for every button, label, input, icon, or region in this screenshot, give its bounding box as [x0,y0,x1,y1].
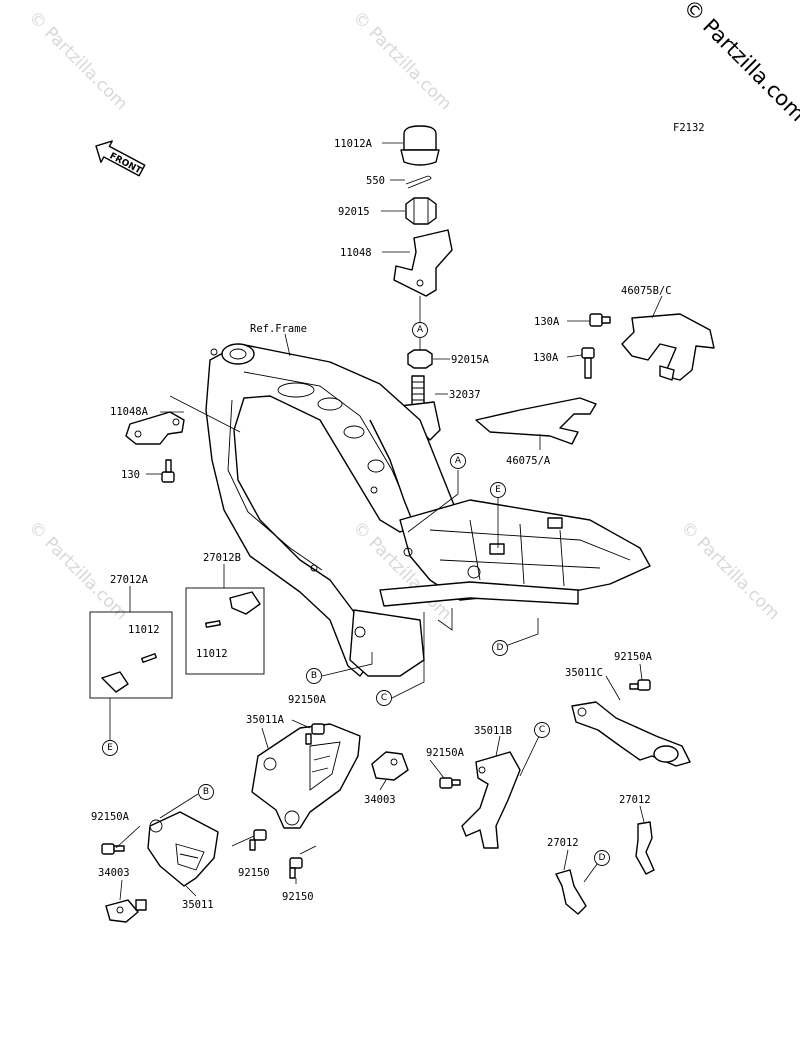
bolt-92150A-4 [101,843,125,855]
leader-lines-left-upper [146,395,241,475]
bolt-92150-2 [289,857,303,879]
label-46075A: 46075/A [506,455,551,467]
label-27012-1: 27012 [619,794,651,806]
cotter-pin-550 [405,175,432,189]
label-11012-a: 11012 [128,624,160,636]
callout-a-upper: A [412,322,428,338]
bolt-92150-1 [249,829,267,851]
bracket-35011C [571,701,691,767]
callout-b-lower: B [198,784,214,800]
leader-lines-lower-right [429,663,645,871]
label-92150-1: 92150 [238,867,270,879]
svg-text:E: E [107,743,113,753]
frame-leader [284,333,291,357]
bracket-11048A [125,411,185,445]
nut-92015 [405,197,437,225]
callout-c-lower: C [534,722,550,738]
label-130: 130 [121,469,140,481]
svg-text:C: C [539,725,545,735]
label-92015: 92015 [338,206,370,218]
callout-d-upper: D [492,640,508,656]
box-27012A [89,586,173,740]
peg-34003-2 [105,899,147,923]
leader-lines-top [381,142,450,395]
box-27012B [185,564,265,675]
callout-e-upper: E [490,482,506,498]
label-35011B: 35011B [474,725,512,737]
svg-text:A: A [455,456,462,466]
watermark-1: © Partzilla.com [24,7,131,114]
bracket-46075BC [621,313,715,381]
bolt-130A-lower [581,347,595,379]
cap-11012A [400,125,440,166]
bracket-35011B [461,751,521,849]
bolt-130A-upper [589,313,611,327]
callout-b-upper: B [306,668,322,684]
label-27012A: 27012A [110,574,149,586]
part-labels: Ref.Frame 11012A 550 92015 11048 92015A … [91,138,672,911]
label-frame: Ref.Frame [250,323,307,335]
bracket-35011A [251,723,361,829]
copyright-text: © Partzilla.com [678,0,800,126]
callout-e-lower: E [102,740,118,756]
peg-34003-1 [371,751,409,781]
label-34003-1: 34003 [364,794,396,806]
watermark-5: © Partzilla.com [676,517,783,624]
label-35011C: 35011C [565,667,603,679]
bolt-92150A-2 [629,679,651,691]
bolt-130 [161,459,175,483]
bracket-46075A [475,397,597,445]
nut-92015A [407,349,433,369]
callout-lines [199,470,601,883]
step-27012-2 [555,869,587,915]
label-92150A-2: 92150A [614,651,653,663]
svg-text:D: D [497,643,504,653]
bolt-92150A-3 [439,777,461,789]
label-550: 550 [366,175,385,187]
svg-text:A: A [417,325,424,335]
label-11048A: 11048A [110,406,149,418]
bracket-11048 [393,229,453,297]
label-34003-2: 34003 [98,867,130,879]
label-92150-2: 92150 [282,891,314,903]
label-46075BC: 46075B/C [621,285,672,297]
svg-text:B: B [311,671,317,681]
label-92150A-4: 92150A [91,811,130,823]
label-32037: 32037 [449,389,481,401]
label-27012-2: 27012 [547,837,579,849]
leader-lines-lower-left [115,719,387,901]
label-11048: 11048 [340,247,372,259]
label-11012-b: 11012 [196,648,228,660]
label-92150A-1: 92150A [288,694,327,706]
label-92150A-3: 92150A [426,747,465,759]
label-130A-upper: 130A [534,316,560,328]
step-27012-1 [635,821,655,875]
label-35011: 35011 [182,899,214,911]
callout-d-lower: D [594,850,610,866]
label-130A-lower: 130A [533,352,559,364]
label-27012B: 27012B [203,552,241,564]
bolt-92150A-1 [305,723,325,745]
front-arrow-icon: FRONT [95,140,146,177]
svg-text:D: D [599,853,606,863]
svg-text:B: B [203,787,209,797]
watermark-2: © Partzilla.com [348,7,455,114]
figure-code: F2132 [673,122,705,134]
label-92015A: 92015A [451,354,490,366]
leader-lines-top-right [539,295,663,450]
label-11012A: 11012A [334,138,373,150]
main-frame [205,343,651,677]
callout-c-upper: C [376,690,392,706]
callout-a-lower: A [450,453,466,469]
label-35011A: 35011A [246,714,285,726]
watermark-3: © Partzilla.com [24,517,131,624]
bracket-35011 [147,811,219,887]
svg-text:E: E [495,485,501,495]
svg-text:C: C [381,693,387,703]
